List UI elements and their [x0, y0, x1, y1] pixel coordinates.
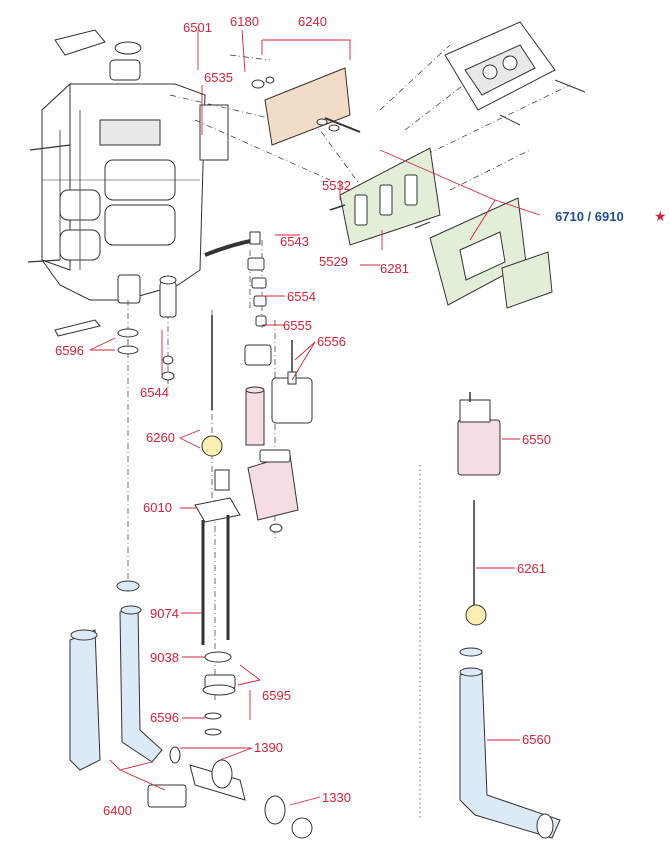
label-6261: 6261 [517, 561, 546, 576]
label-6240: 6240 [298, 14, 327, 29]
connector-1330 [264, 795, 313, 839]
label-9038: 9038 [150, 650, 179, 665]
guide-rods-9074 [201, 515, 230, 645]
label-6543: 6543 [280, 234, 309, 249]
flush-pipe-6560 [459, 647, 561, 839]
label-1330: 1330 [322, 790, 351, 805]
label-6550: 6550 [522, 432, 551, 447]
fill-valve-body-6556 [245, 340, 313, 446]
label-6596-top: 6596 [55, 343, 84, 358]
label-6010: 6010 [143, 500, 172, 515]
flush-pipe-elbow [116, 580, 187, 808]
connector-1390 [169, 746, 246, 801]
label-6595: 6595 [262, 688, 291, 703]
label-6400: 6400 [103, 803, 132, 818]
label-5529: 5529 [319, 254, 348, 269]
seal-ring-9038 [204, 651, 232, 663]
flush-plate-6710-6910 [414, 197, 553, 309]
frame-assembly [27, 29, 229, 337]
fill-valve-6550 [457, 392, 501, 476]
label-9074: 9074 [150, 606, 179, 621]
pipe-clamp-6400 [69, 629, 101, 771]
float-6260 [201, 435, 223, 457]
highlight-star-icon: ★ [654, 209, 667, 225]
drain-valve-6010 [194, 469, 241, 523]
label-6180: 6180 [230, 14, 259, 29]
leader-lines [89, 29, 541, 806]
label-6281: 6281 [380, 261, 409, 276]
label-6535: 6535 [204, 70, 233, 85]
valve-column [159, 231, 272, 410]
float-rod-6261 [465, 500, 487, 626]
button-carrier-5529 [329, 147, 441, 246]
label-5532: 5532 [322, 178, 351, 193]
label-6556: 6556 [317, 334, 346, 349]
drain-valve-base-6595 [202, 674, 236, 736]
label-1390: 1390 [254, 740, 283, 755]
label-6560: 6560 [522, 732, 551, 747]
label-6554: 6554 [287, 289, 316, 304]
label-6544: 6544 [140, 385, 169, 400]
mounting-plate-6240 [251, 67, 361, 146]
label-6596-bottom: 6596 [150, 710, 179, 725]
label-6710-6910: 6710 / 6910 [555, 209, 624, 224]
label-6260: 6260 [146, 430, 175, 445]
label-6501: 6501 [183, 20, 212, 35]
fill-valve-cup [247, 449, 299, 533]
label-6555: 6555 [283, 318, 312, 333]
o-rings-6596 [117, 328, 139, 355]
actuator-housing-top-right [444, 21, 586, 126]
